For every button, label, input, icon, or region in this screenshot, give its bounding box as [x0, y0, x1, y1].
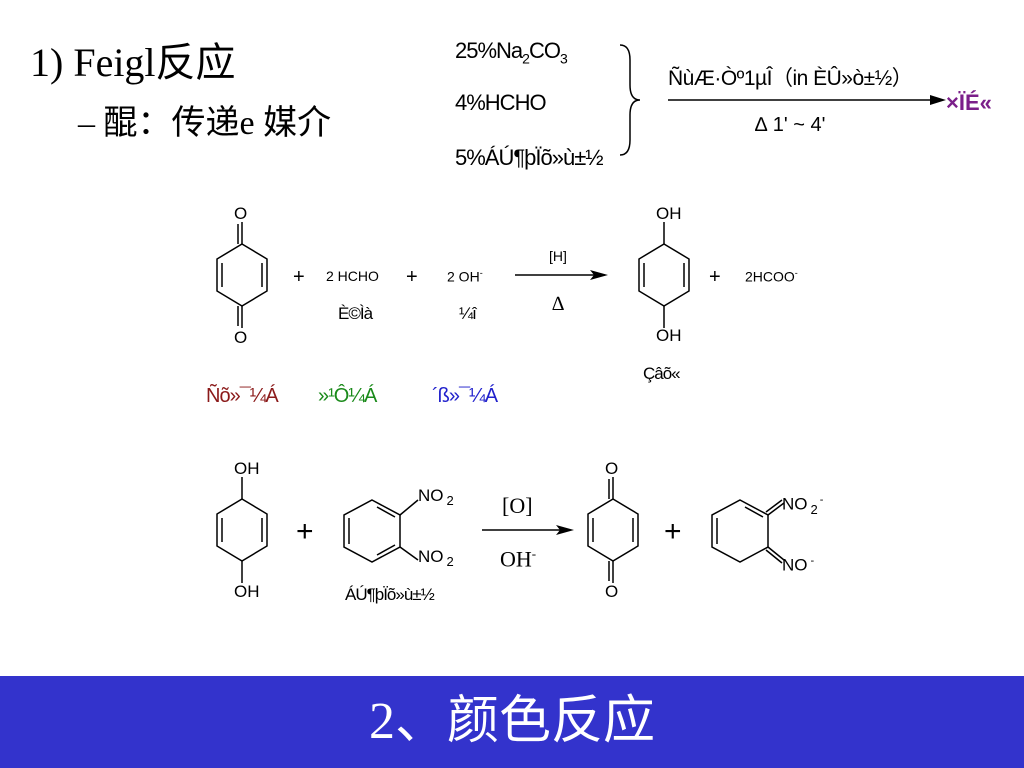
- quinone2-oxygen-top: O: [605, 459, 619, 478]
- plus-sign: +: [709, 266, 721, 288]
- hydroquinone-oh-top: OH: [656, 204, 682, 223]
- catalyst-role-label: ´ß»¯¼Á: [432, 385, 498, 407]
- reagent-dinitrobenzene: 5%ÁÚ¶þÏõ»ù±½: [455, 145, 604, 170]
- result-color-label: ×ÏÉ«: [946, 90, 992, 115]
- arrow-bottom-condition: ∆ 1' ~ 4': [755, 114, 826, 136]
- hydroquinone-label: Çâõ«: [643, 364, 681, 383]
- no2-text: NO: [418, 486, 444, 505]
- plus-sign: +: [664, 515, 682, 548]
- hydroquinone2-oh-bottom: OH: [234, 582, 260, 601]
- base-condition-text: OH: [500, 546, 532, 572]
- hydroxide-reagent: 2 OH-: [447, 268, 483, 285]
- reagent-na2co3-text: 25%Na: [455, 38, 523, 63]
- arrowhead: [556, 525, 574, 535]
- product-no2-sub: 2: [810, 502, 818, 518]
- no2-sub: 2: [446, 493, 454, 509]
- slide-subheading: – 醌：传递e 媒介: [78, 105, 332, 142]
- product-no-text: NO: [782, 555, 808, 575]
- hydroquinone-oh-bottom: OH: [656, 326, 682, 345]
- arrowhead: [590, 270, 608, 280]
- chemical-structures: [216, 44, 946, 583]
- base-condition-charge: -: [531, 546, 537, 561]
- dinitrobenzene-structure: [343, 499, 419, 563]
- plus-sign: +: [293, 266, 305, 288]
- reagent-na2co3-mid: CO: [528, 38, 561, 63]
- brace-shape: [619, 44, 641, 156]
- quinone-oxygen-top: O: [234, 204, 248, 223]
- formate-product: 2HCOO-: [745, 268, 798, 285]
- reagent-na2co3-sub2: 3: [559, 50, 568, 67]
- no2-sub: 2: [446, 554, 454, 570]
- reduction-condition: [H]: [549, 248, 567, 264]
- formate-text: 2HCOO: [745, 268, 795, 285]
- reagent-na2co3-sub1: 2: [522, 50, 530, 67]
- hcho-label: È©Ìà: [338, 304, 373, 323]
- dinitrobenzene-label: ÁÚ¶þÏõ»ù±½: [345, 585, 435, 604]
- formate-charge: -: [794, 268, 798, 278]
- hydroxide-text: 2 OH: [447, 268, 480, 285]
- banner-title: 2、颜色反应: [368, 693, 655, 750]
- arrow-top-condition: ÑùÆ·Òº1µÎ（in ÈÛ»ò±½）: [668, 67, 913, 90]
- hydroquinone2-structure: [216, 477, 268, 583]
- hydroquinone-structure: [638, 222, 690, 328]
- hydroquinone2-oh-top: OH: [234, 459, 260, 478]
- slide-heading: 1) Feigl反应: [30, 40, 236, 85]
- quinone-oxygen-bottom: O: [234, 328, 248, 347]
- arrowhead: [930, 95, 946, 105]
- product-no2-text: NO: [782, 494, 808, 514]
- heat-condition: ∆: [552, 293, 565, 315]
- hydroxide-charge: -: [479, 268, 483, 278]
- product-no: NO-: [782, 555, 814, 576]
- oxidant-role-label: Ñõ»¯¼Á: [206, 385, 279, 407]
- quinone-structure: [216, 222, 268, 328]
- product-no-charge: -: [810, 555, 815, 567]
- quinone2-oxygen-bottom: O: [605, 582, 619, 601]
- plus-sign: +: [406, 266, 418, 288]
- reductant-role-label: »¹Ô­¼Á: [318, 385, 377, 407]
- reagent-hcho: 4%HCHO: [455, 90, 547, 115]
- quinone2-structure: [587, 477, 639, 583]
- base-label: ¼î: [459, 304, 477, 323]
- title-banner: [0, 676, 1024, 768]
- reagent-na2co3: 25%Na2CO3: [455, 38, 568, 67]
- oxidation-condition: [O]: [502, 493, 533, 518]
- plus-sign: +: [296, 515, 314, 548]
- no2-text: NO: [418, 547, 444, 566]
- reduced-product-structure: [711, 499, 785, 564]
- hcho-reagent: 2 HCHO: [326, 268, 379, 284]
- product-no2-charge: -: [819, 494, 824, 506]
- base-condition: OH-: [500, 546, 536, 572]
